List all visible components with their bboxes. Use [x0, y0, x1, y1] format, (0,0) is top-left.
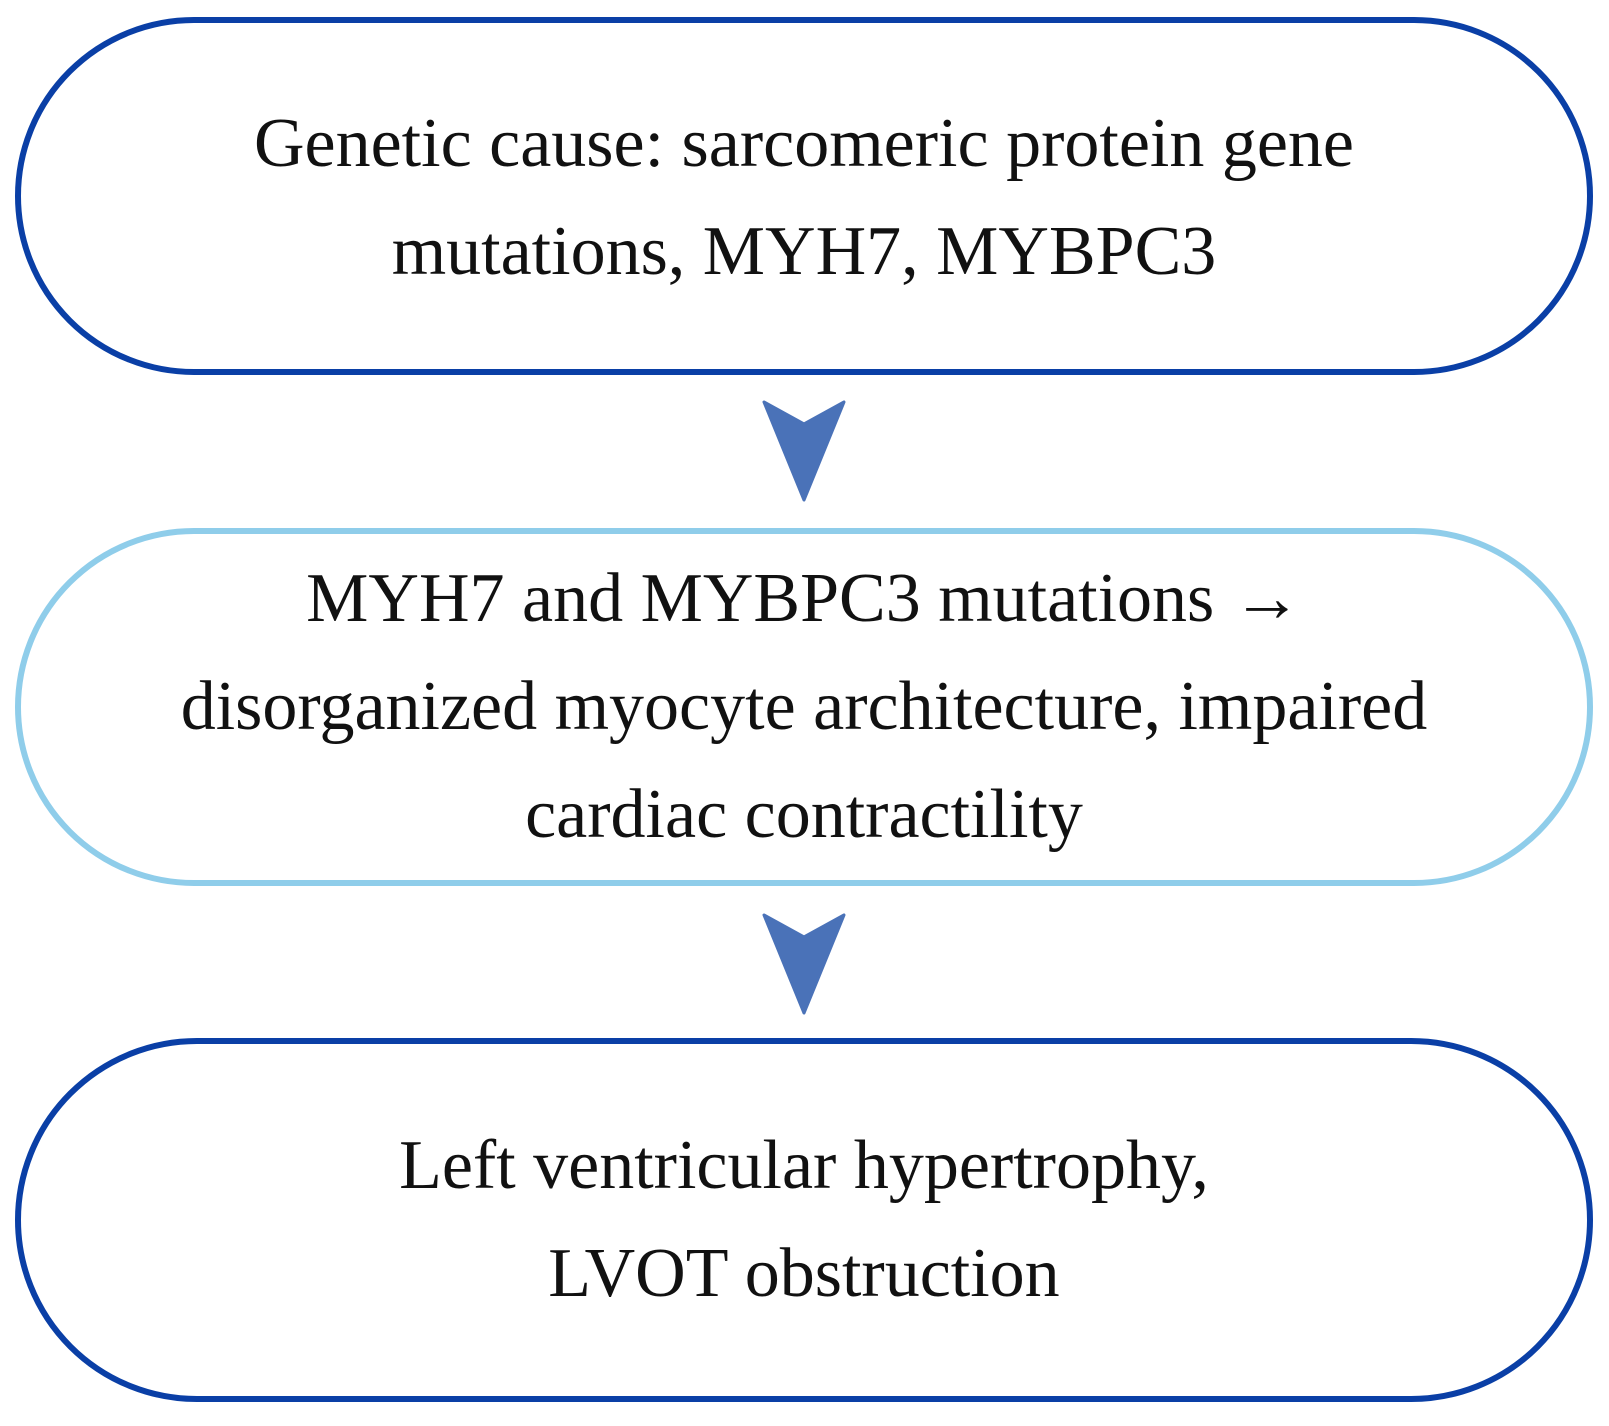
flow-node-clinical-outcome: Left ventricular hypertrophy, LVOT obstr…: [15, 1038, 1593, 1402]
node-text-line: LVOT obstruction: [548, 1235, 1060, 1312]
node-text: Genetic cause: sarcomeric protein gene m…: [254, 90, 1354, 306]
node-text: Left ventricular hypertrophy, LVOT obstr…: [399, 1112, 1209, 1328]
node-text: MYH7 and MYBPC3 mutations → disorganized…: [181, 545, 1428, 869]
flow-node-genetic-cause: Genetic cause: sarcomeric protein gene m…: [15, 17, 1593, 375]
node-text-line: Genetic cause: sarcomeric protein gene: [253, 105, 1354, 182]
node-text-line: cardiac contractility: [525, 776, 1083, 853]
flow-node-mutation-effects: MYH7 and MYBPC3 mutations → disorganized…: [15, 528, 1593, 886]
down-arrow-icon: [762, 913, 846, 1015]
node-text-line: Left ventricular hypertrophy,: [399, 1127, 1209, 1204]
node-text-line: mutations, MYH7, MYBPC3: [391, 213, 1217, 290]
node-text-line: disorganized myocyte architecture, impai…: [180, 668, 1428, 745]
down-arrow-icon: [762, 400, 846, 502]
node-text-line: MYH7 and MYBPC3 mutations →: [306, 560, 1302, 637]
